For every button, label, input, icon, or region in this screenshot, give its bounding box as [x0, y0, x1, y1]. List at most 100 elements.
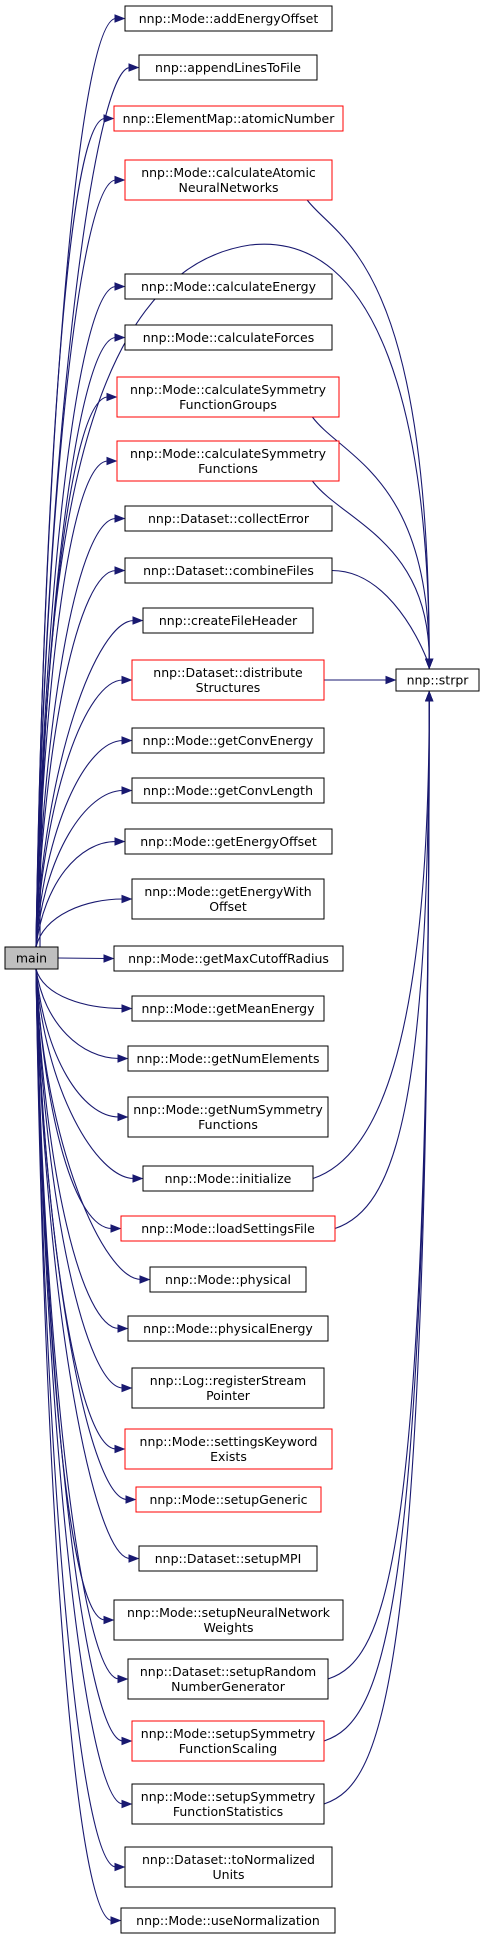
node-getMaxCutoffRadius-box — [113, 945, 344, 972]
edge-main-to-physical — [35, 968, 142, 1281]
edge-setupSymmetryFunctionScaling-to-strpr — [323, 699, 430, 1742]
node-getNumSymmetryFunctions-box — [127, 1096, 329, 1138]
node-calculateSymmetryFunctionGroups-box — [116, 376, 340, 418]
node-loadSettingsFile[interactable]: nnp::Mode::loadSettingsFile — [120, 1215, 336, 1242]
node-getNumElements-box — [127, 1045, 329, 1072]
edge-main-to-calculateEnergy-arrowhead — [114, 282, 126, 291]
edge-main-to-loadSettingsFile-arrowhead — [110, 1224, 122, 1233]
edge-calculateAtomicNeuralNetworks-to-strpr — [306, 199, 430, 661]
edge-main-to-physicalEnergy — [35, 968, 120, 1330]
edge-main-to-setupMPI-arrowhead — [128, 1554, 140, 1563]
node-distributeStructures-label: Structures — [196, 680, 261, 695]
node-calculateForces[interactable]: nnp::Mode::calculateForces — [124, 324, 333, 351]
node-calculateSymmetryFunctionGroups[interactable]: nnp::Mode::calculateSymmetryFunctionGrou… — [116, 376, 340, 418]
node-setupSymmetryFunctionStatistics[interactable]: nnp::Mode::setupSymmetryFunctionStatisti… — [131, 1783, 325, 1825]
node-getMeanEnergy[interactable]: nnp::Mode::getMeanEnergy — [131, 995, 325, 1022]
node-calculateAtomicNeuralNetworks-label: nnp::Mode::calculateAtomic — [141, 165, 316, 180]
node-getEnergyWithOffset-label: Offset — [209, 899, 247, 914]
edge-main-to-calculateSymmetryFunctionGroups-arrowhead — [106, 392, 118, 402]
edge-main-to-settingsKeywordExists-arrowhead — [114, 1444, 126, 1454]
node-getNumElements[interactable]: nnp::Mode::getNumElements — [127, 1045, 329, 1072]
node-getMeanEnergy-label: nnp::Mode::getMeanEnergy — [141, 1001, 315, 1016]
node-setupMPI-box — [138, 1545, 318, 1572]
edge-main-to-toNormalizedUnits — [35, 968, 117, 1868]
node-initialize[interactable]: nnp::Mode::initialize — [142, 1165, 314, 1192]
node-toNormalizedUnits-label: Units — [213, 1867, 245, 1882]
node-getConvLength-label: nnp::Mode::getConvLength — [143, 783, 313, 798]
edge-main-to-settingsKeywordExists — [35, 968, 117, 1450]
node-createFileHeader-box — [142, 607, 314, 634]
edge-main-to-getNumElements — [35, 968, 120, 1060]
node-setupNeuralNetworkWeights-label: Weights — [203, 1620, 253, 1635]
node-addEnergyOffset-label: nnp::Mode::addEnergyOffset — [139, 11, 319, 26]
node-addEnergyOffset[interactable]: nnp::Mode::addEnergyOffset — [124, 5, 333, 32]
node-atomicNumber[interactable]: nnp::ElementMap::atomicNumber — [113, 105, 344, 132]
node-getConvLength[interactable]: nnp::Mode::getConvLength — [131, 777, 325, 804]
edge-main-to-registerStreamPointer — [35, 968, 124, 1389]
node-getMaxCutoffRadius[interactable]: nnp::Mode::getMaxCutoffRadius — [113, 945, 344, 972]
edge-main-to-getNumSymmetryFunctions — [35, 968, 120, 1118]
node-appendLinesToFile[interactable]: nnp::appendLinesToFile — [138, 54, 318, 81]
node-setupGeneric-box — [135, 1486, 322, 1513]
node-getEnergyWithOffset-label: nnp::Mode::getEnergyWith — [144, 884, 311, 899]
node-strpr-label: nnp::strpr — [407, 673, 470, 688]
node-initialize-label: nnp::Mode::initialize — [165, 1171, 292, 1186]
edge-main-to-setupSymmetryFunctionScaling — [35, 968, 124, 1742]
node-collectError[interactable]: nnp::Dataset::collectError — [124, 505, 333, 532]
node-useNormalization-label: nnp::Mode::useNormalization — [136, 1913, 320, 1928]
edge-main-to-physicalEnergy-arrowhead — [117, 1324, 129, 1333]
node-combineFiles[interactable]: nnp::Dataset::combineFiles — [124, 557, 333, 584]
edge-main-to-setupSymmetryFunctionScaling-arrowhead — [121, 1736, 133, 1746]
node-physical[interactable]: nnp::Mode::physical — [149, 1266, 307, 1293]
edge-main-to-setupGeneric — [35, 968, 128, 1501]
node-getConvLength-box — [131, 777, 325, 804]
edge-main-to-getConvLength — [35, 789, 124, 948]
edge-initialize-to-strpr — [312, 699, 430, 1180]
edge-main-to-strpr — [39, 243, 430, 948]
node-calculateEnergy-box — [124, 273, 333, 300]
node-physicalEnergy-box — [127, 1315, 329, 1342]
node-calculateEnergy[interactable]: nnp::Mode::calculateEnergy — [124, 273, 333, 300]
node-combineFiles-label: nnp::Dataset::combineFiles — [143, 563, 314, 578]
node-getEnergyOffset[interactable]: nnp::Mode::getEnergyOffset — [124, 828, 333, 855]
node-getMaxCutoffRadius-label: nnp::Mode::getMaxCutoffRadius — [128, 951, 329, 966]
edge-main-to-setupMPI — [35, 968, 131, 1560]
node-main[interactable]: main — [4, 946, 59, 970]
node-setupSymmetryFunctionScaling-label: FunctionScaling — [179, 1741, 277, 1756]
node-getConvEnergy-box — [131, 727, 325, 754]
node-calculateSymmetryFunctions-box — [116, 440, 340, 482]
node-setupGeneric-label: nnp::Mode::setupGeneric — [149, 1492, 307, 1507]
edge-main-to-calculateSymmetryFunctionGroups — [35, 396, 109, 948]
node-calculateAtomicNeuralNetworks-label: NeuralNetworks — [179, 180, 279, 195]
node-atomicNumber-box — [113, 105, 344, 132]
node-getConvEnergy[interactable]: nnp::Mode::getConvEnergy — [131, 727, 325, 754]
edge-setupSymmetryFunctionStatistics-to-strpr-arrowhead — [424, 690, 434, 702]
node-setupMPI[interactable]: nnp::Dataset::setupMPI — [138, 1545, 318, 1572]
node-setupGeneric[interactable]: nnp::Mode::setupGeneric — [135, 1486, 322, 1513]
edge-main-to-getMeanEnergy-arrowhead — [121, 1004, 133, 1013]
node-useNormalization[interactable]: nnp::Mode::useNormalization — [120, 1907, 336, 1934]
node-createFileHeader[interactable]: nnp::createFileHeader — [142, 607, 314, 634]
node-appendLinesToFile-box — [138, 54, 318, 81]
node-getEnergyOffset-label: nnp::Mode::getEnergyOffset — [140, 834, 317, 849]
edge-setupSymmetryFunctionStatistics-to-strpr — [323, 699, 430, 1805]
node-getNumSymmetryFunctions-label: Functions — [198, 1117, 258, 1132]
node-combineFiles-box — [124, 557, 333, 584]
node-appendLinesToFile-label: nnp::appendLinesToFile — [155, 60, 301, 75]
node-physicalEnergy[interactable]: nnp::Mode::physicalEnergy — [127, 1315, 329, 1342]
edge-main-to-atomicNumber-arrowhead — [103, 114, 115, 123]
node-strpr[interactable]: nnp::strpr — [395, 668, 480, 692]
edge-main-to-distributeStructures — [35, 679, 124, 948]
node-getEnergyOffset-box — [124, 828, 333, 855]
